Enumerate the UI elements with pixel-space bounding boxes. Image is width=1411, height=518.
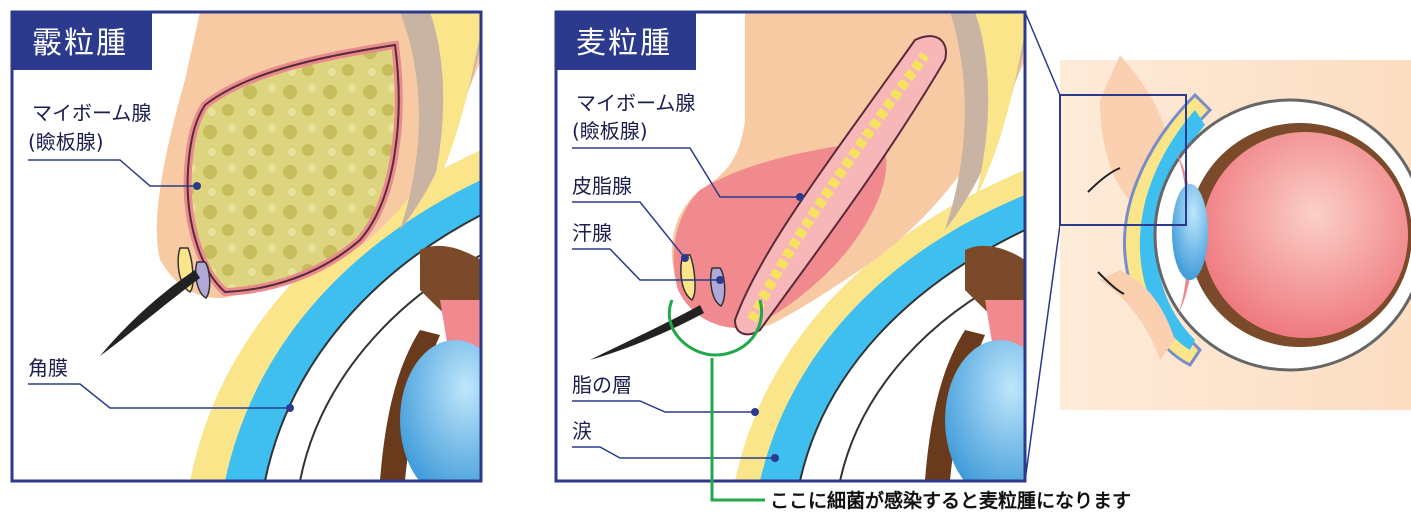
left-panel-frame (10, 10, 483, 483)
middle-label-sweat: 汗腺 (572, 221, 612, 245)
middle-label-meibomian: マイボーム腺 (576, 91, 695, 115)
left-title: 霰粒腫 (32, 26, 128, 61)
lens (400, 340, 481, 481)
overview-eyeball (1202, 132, 1408, 338)
left-title-box (12, 12, 152, 70)
left-dot-meibomian (193, 182, 201, 190)
infection-leader (710, 358, 765, 502)
middle-title-box (556, 12, 696, 70)
meibomian-gland (733, 35, 947, 336)
eye-overview (1059, 55, 1411, 410)
zoom-connector-top (1024, 11, 1061, 96)
eyelash (100, 270, 200, 356)
meibomian-duct (747, 52, 930, 323)
chalazion-panel: 霰粒腫 マイボーム腺 (瞼板腺) 角膜 (10, 10, 483, 483)
middle-label-sebaceous: 皮脂腺 (572, 174, 632, 198)
middle-label-lipid: 脂の層 (572, 373, 632, 397)
left-label-meibomian-sub: (瞼板腺) (28, 130, 104, 154)
left-label-cornea: 角膜 (28, 356, 68, 380)
middle-label-tears: 涙 (572, 419, 592, 443)
zoom-connector-bottom (1024, 224, 1061, 482)
zoom-box (1059, 94, 1187, 226)
overview-lower-lash (1097, 271, 1125, 295)
left-leader-cornea (28, 383, 290, 409)
left-dot-cornea (286, 404, 294, 412)
overview-lens (1172, 184, 1208, 280)
middle-panel-frame (554, 10, 1027, 483)
left-leader-meibomian (28, 159, 197, 187)
middle-title: 麦粒腫 (576, 26, 672, 61)
middle-label-meibomian-sub: (瞼板腺) (572, 119, 648, 143)
infection-area-circle (667, 299, 763, 357)
stye-panel: 麦粒腫 マイボーム腺 (瞼板腺) 皮脂腺 汗腺 脂の層 涙 (554, 10, 1027, 502)
left-label-meibomian: マイボーム腺 (32, 101, 151, 125)
infection-note: ここに細菌が感染すると麦粒腫になります (770, 489, 1131, 512)
overview-upper-lash (1087, 167, 1121, 193)
